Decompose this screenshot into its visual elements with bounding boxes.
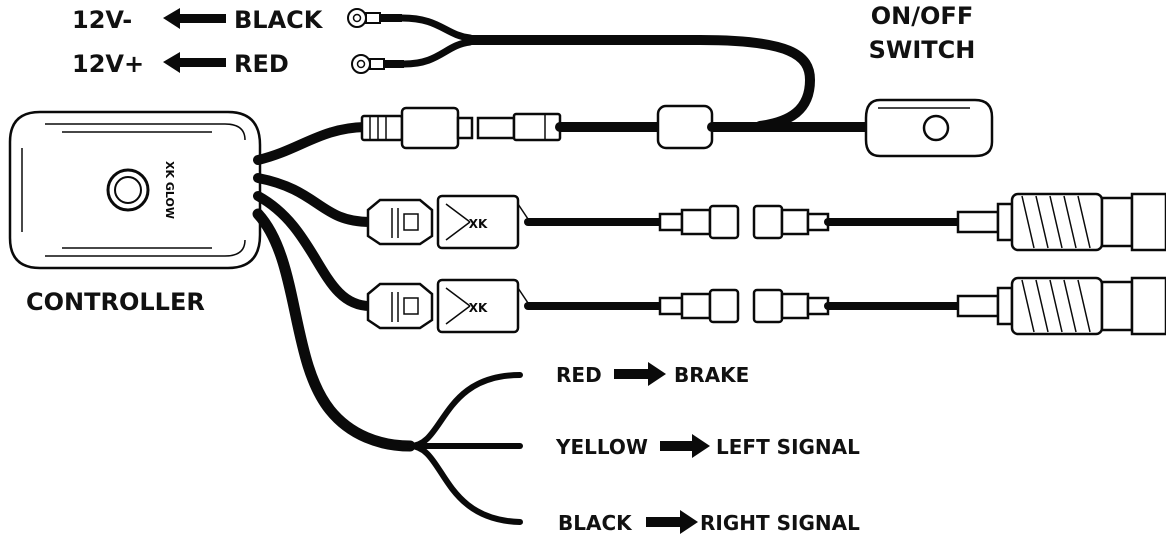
ring-terminal-icon	[351, 54, 404, 74]
channel-1-plug-pair	[658, 204, 830, 240]
arrow-right-icon	[660, 434, 710, 458]
wire-color-black-label: BLACK	[234, 6, 324, 34]
signal-harness	[252, 208, 523, 525]
signal-wire-color: RED	[556, 363, 602, 387]
power-plug-connector	[360, 106, 562, 150]
channel-2-plug-pair	[658, 288, 830, 324]
xk-glow-logo: XK GLOW	[163, 161, 176, 219]
power-positive-row: 12V+ RED	[72, 50, 404, 78]
svg-text:XK: XK	[469, 301, 488, 315]
terminal-negative-label: 12V-	[72, 6, 132, 34]
controller-power-cable	[253, 122, 370, 165]
channel-2-connector: XK	[366, 278, 531, 334]
arrow-left-icon	[163, 52, 226, 73]
switch-label-line2: SWITCH	[869, 36, 976, 64]
signal-wire-function: LEFT SIGNAL	[716, 435, 860, 459]
channel-1-connector: XK	[366, 194, 531, 250]
wire-color-red-label: RED	[234, 50, 289, 78]
channel-1-cable	[253, 173, 375, 227]
inline-module	[656, 104, 714, 150]
arrow-right-icon	[614, 362, 666, 386]
controller-label: CONTROLLER	[26, 288, 205, 316]
signal-wire-function: RIGHT SIGNAL	[700, 511, 860, 535]
arrow-right-icon	[646, 510, 698, 534]
svg-text:XK GLOW: XK GLOW	[163, 161, 176, 219]
channel-2-cable	[253, 191, 375, 311]
signal-wire-function: BRAKE	[674, 363, 749, 387]
power-negative-row: 12V- BLACK	[72, 6, 402, 34]
controller-button-icon	[106, 168, 150, 212]
controller-unit: XK GLOW	[8, 110, 262, 270]
channel-1-light-strip	[956, 192, 1166, 252]
signal-wire-color: YELLOW	[555, 435, 648, 459]
ring-terminal-icon	[347, 8, 402, 28]
switch-label-line1: ON/OFF	[871, 2, 973, 30]
signal-left-row: YELLOW LEFT SIGNAL	[555, 434, 860, 459]
power-cable	[398, 14, 815, 131]
signal-brake-row: RED BRAKE	[556, 362, 749, 387]
arrow-left-icon	[163, 8, 226, 29]
channel-2-light-strip	[956, 276, 1166, 336]
terminal-positive-label: 12V+	[72, 50, 144, 78]
signal-right-row: BLACK RIGHT SIGNAL	[558, 510, 860, 535]
svg-text:XK: XK	[469, 217, 488, 231]
signal-wire-color: BLACK	[558, 511, 633, 535]
on-off-switch-icon	[864, 98, 994, 158]
